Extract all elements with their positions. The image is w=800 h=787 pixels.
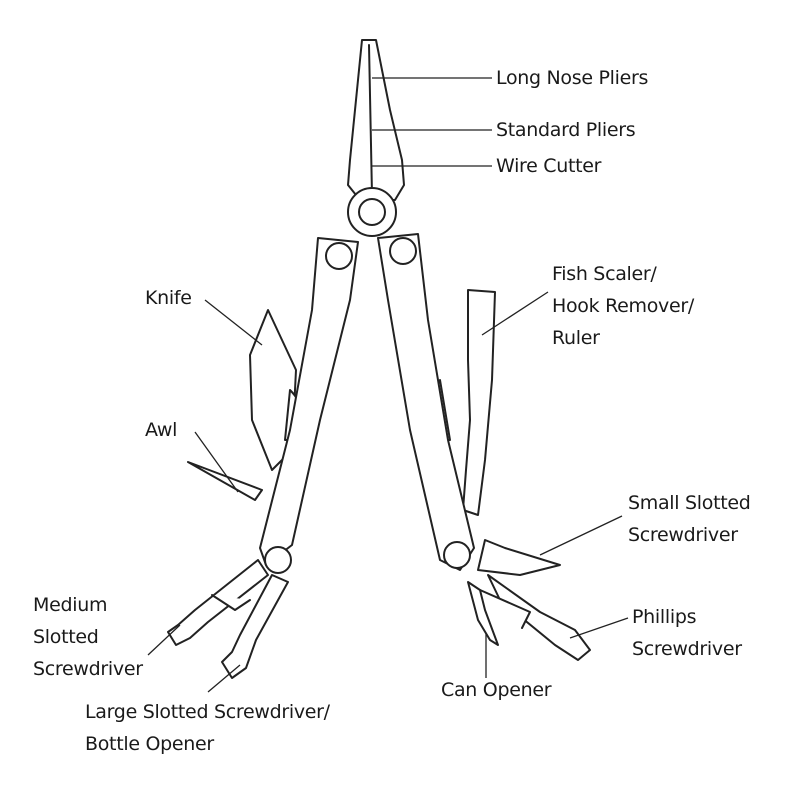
plier-jaws xyxy=(347,39,405,201)
leader-awl xyxy=(194,431,239,493)
bottle-opener-hook xyxy=(211,594,251,611)
leader-phillips xyxy=(569,617,629,639)
left-handle-rivet-top xyxy=(325,242,353,270)
jaw-split-line xyxy=(368,44,373,196)
can-opener-arm xyxy=(479,589,531,629)
knife-blade xyxy=(249,309,297,471)
label-fish-scaler: Fish Scaler/ Hook Remover/ Ruler xyxy=(552,263,694,349)
leader-small-slotted xyxy=(539,515,623,556)
awl-tool xyxy=(187,461,263,501)
pivot-inner xyxy=(358,198,386,226)
fish-scaler-blade xyxy=(462,289,496,516)
right-handle xyxy=(377,233,475,571)
leader-medium-slotted xyxy=(147,624,181,656)
leader-knife xyxy=(204,299,263,346)
leader-fish-scaler xyxy=(481,291,549,336)
label-can-opener: Can Opener xyxy=(441,679,552,701)
label-long-nose-pliers: Long Nose Pliers xyxy=(496,67,649,89)
label-medium-slotted-screwdriver: Medium Slotted Screwdriver xyxy=(33,594,143,680)
leader-large-slotted xyxy=(207,664,241,693)
right-handle-rivet-bottom xyxy=(443,541,471,569)
medium-slotted-screwdriver xyxy=(167,559,269,646)
left-handle-rivet-bottom xyxy=(264,546,292,574)
phillips-screwdriver xyxy=(487,574,591,661)
large-slotted-screwdriver xyxy=(221,574,289,679)
label-standard-pliers: Standard Pliers xyxy=(496,119,636,141)
small-slotted-screwdriver xyxy=(477,539,561,576)
label-small-slotted-screwdriver: Small Slotted Screwdriver xyxy=(628,492,751,546)
label-knife: Knife xyxy=(145,287,192,309)
label-large-slotted-screwdriver: Large Slotted Screwdriver/ Bottle Opener xyxy=(85,701,330,755)
right-handle-rivet-top xyxy=(389,237,417,265)
label-awl: Awl xyxy=(145,419,178,441)
label-phillips-screwdriver: Phillips Screwdriver xyxy=(632,606,742,660)
label-wire-cutter: Wire Cutter xyxy=(496,155,602,177)
